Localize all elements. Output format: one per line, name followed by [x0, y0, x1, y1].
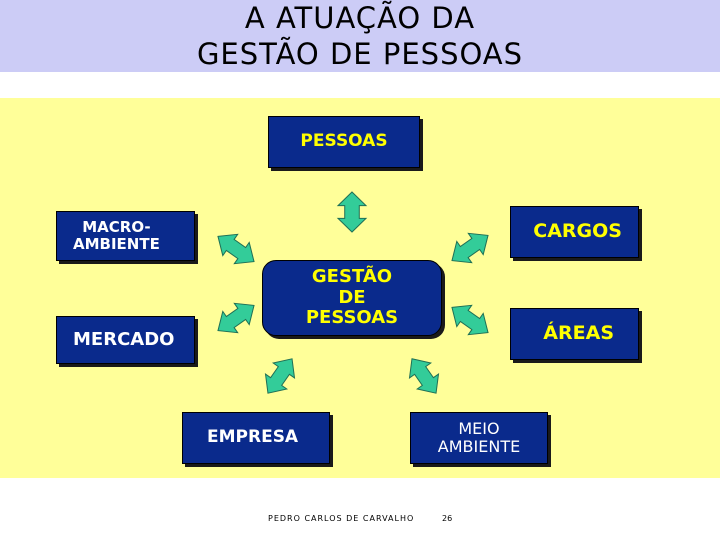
arrow-macro-gestao: [217, 233, 255, 265]
box-empresa-label: EMPRESA: [207, 427, 299, 448]
arrow-areas-gestao: [451, 304, 489, 336]
box-areas: ÁREAS: [510, 308, 639, 360]
box-pessoas-label: PESSOAS: [300, 131, 388, 152]
box-cargos: CARGOS: [510, 206, 639, 258]
box-meio-line-1: MEIO: [458, 418, 500, 438]
box-macro-ambiente: MACRO- AMBIENTE: [56, 211, 195, 261]
arrow-pessoas-gestao: [336, 191, 368, 233]
box-gestao-line-2: DE: [338, 286, 366, 308]
box-pessoas: PESSOAS: [268, 116, 420, 168]
box-empresa: EMPRESA: [182, 412, 330, 464]
box-meio-ambiente: MEIO AMBIENTE: [410, 412, 548, 464]
box-areas-label: ÁREAS: [543, 322, 614, 345]
arrow-empresa-gestao: [264, 358, 296, 394]
page-title: A ATUAÇÃO DA GESTÃO DE PESSOAS: [0, 0, 720, 72]
box-mercado: MERCADO: [56, 316, 195, 364]
title-bar: [0, 0, 720, 72]
title-line-1: A ATUAÇÃO DA: [244, 1, 476, 35]
arrow-mercado-gestao: [217, 302, 255, 334]
arrow-cargos-gestao: [451, 232, 489, 264]
footer-page-number: 26: [442, 514, 453, 523]
box-macro-line-1: MACRO-: [82, 217, 151, 236]
box-mercado-label: MERCADO: [73, 328, 175, 350]
box-meio-line-2: AMBIENTE: [437, 437, 521, 456]
box-gestao-de-pessoas: GESTÃO DE PESSOAS: [262, 260, 442, 336]
footer-author: PEDRO CARLOS DE CARVALHO: [268, 514, 415, 523]
box-gestao-line-1: GESTÃO: [311, 265, 393, 287]
box-cargos-label: CARGOS: [533, 220, 622, 243]
box-macro-line-2: AMBIENTE: [73, 235, 160, 253]
arrow-meio-gestao: [408, 358, 440, 394]
title-line-2: GESTÃO DE PESSOAS: [196, 37, 524, 71]
box-gestao-line-3: PESSOAS: [305, 307, 399, 329]
